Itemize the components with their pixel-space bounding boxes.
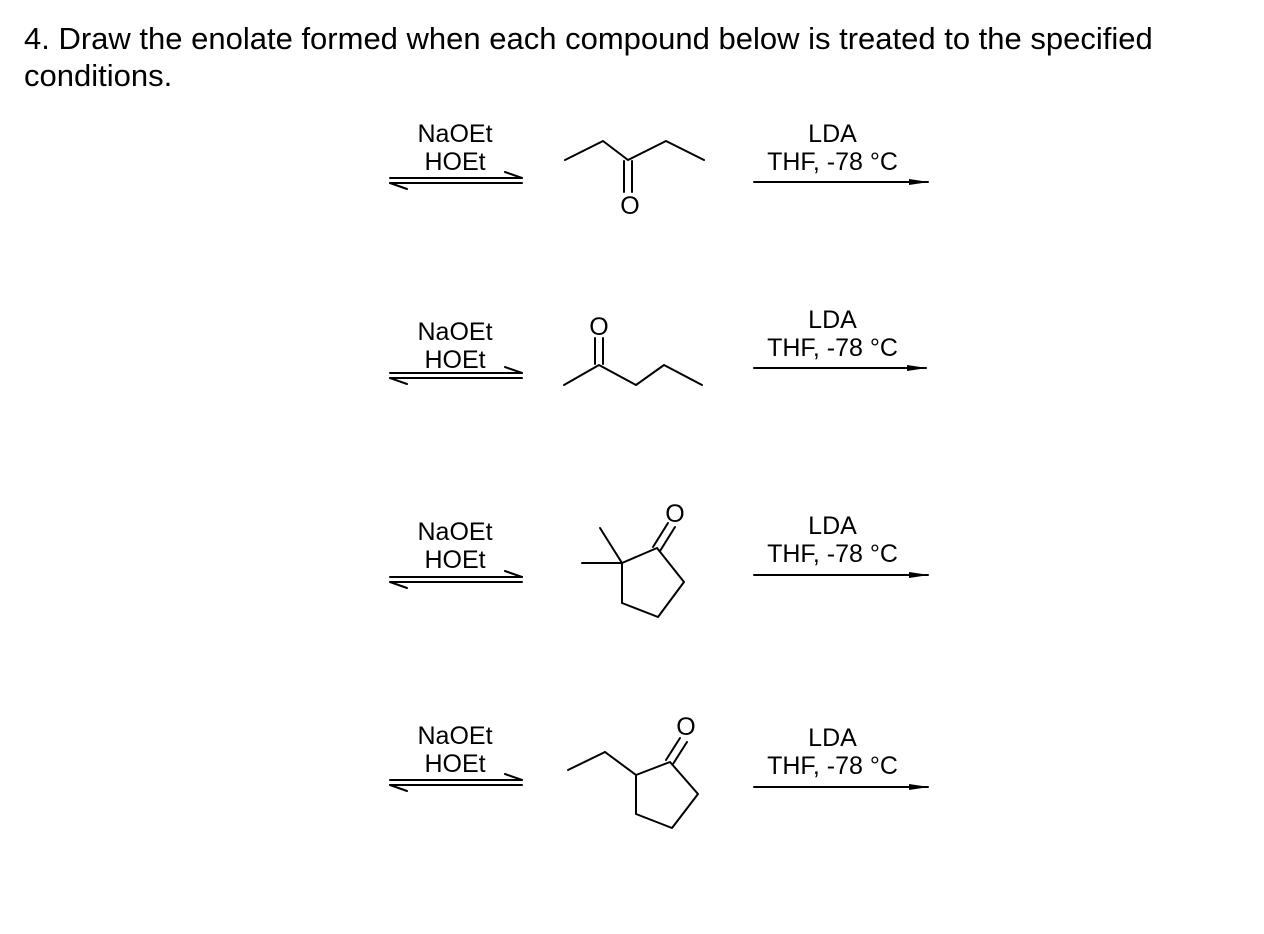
equilibrium-arrow [389,773,523,792]
oxygen-atom-label: O [589,313,608,341]
oxygen-atom-label: O [665,500,684,528]
oxygen-atom-label: O [676,713,695,741]
reagent-naoet-label: NaOEt [417,318,493,346]
molecule-2-ethylcyclopentanone [567,737,699,829]
molecule-2-butanone [563,337,703,386]
reagent-hoet-label: HOEt [424,546,486,574]
reagent-thf-label: THF, -78 °C [767,334,898,362]
reagent-naoet-label: NaOEt [417,722,493,750]
reagent-thf-label: THF, -78 °C [767,540,898,568]
reagent-lda-label: LDA [808,512,857,540]
reagent-hoet-label: HOEt [424,148,486,176]
reagent-lda-label: LDA [808,724,857,752]
oxygen-atom-label: O [620,192,639,220]
reagent-hoet-label: HOEt [424,346,486,374]
reagent-naoet-label: NaOEt [417,518,493,546]
reagent-naoet-label: NaOEt [417,120,493,148]
equilibrium-arrow [389,171,523,190]
molecule-2-2-dimethylcyclopentanone [581,522,685,618]
reagent-thf-label: THF, -78 °C [767,752,898,780]
equilibrium-arrow [389,570,523,589]
question-text: 4. Draw the enolate formed when each com… [24,21,1153,93]
molecule-3-pentanone [564,140,705,193]
reagent-thf-label: THF, -78 °C [767,148,898,176]
reagent-hoet-label: HOEt [424,750,486,778]
reagent-lda-label: LDA [808,306,857,334]
reagent-lda-label: LDA [808,120,857,148]
equilibrium-arrow [389,366,523,385]
